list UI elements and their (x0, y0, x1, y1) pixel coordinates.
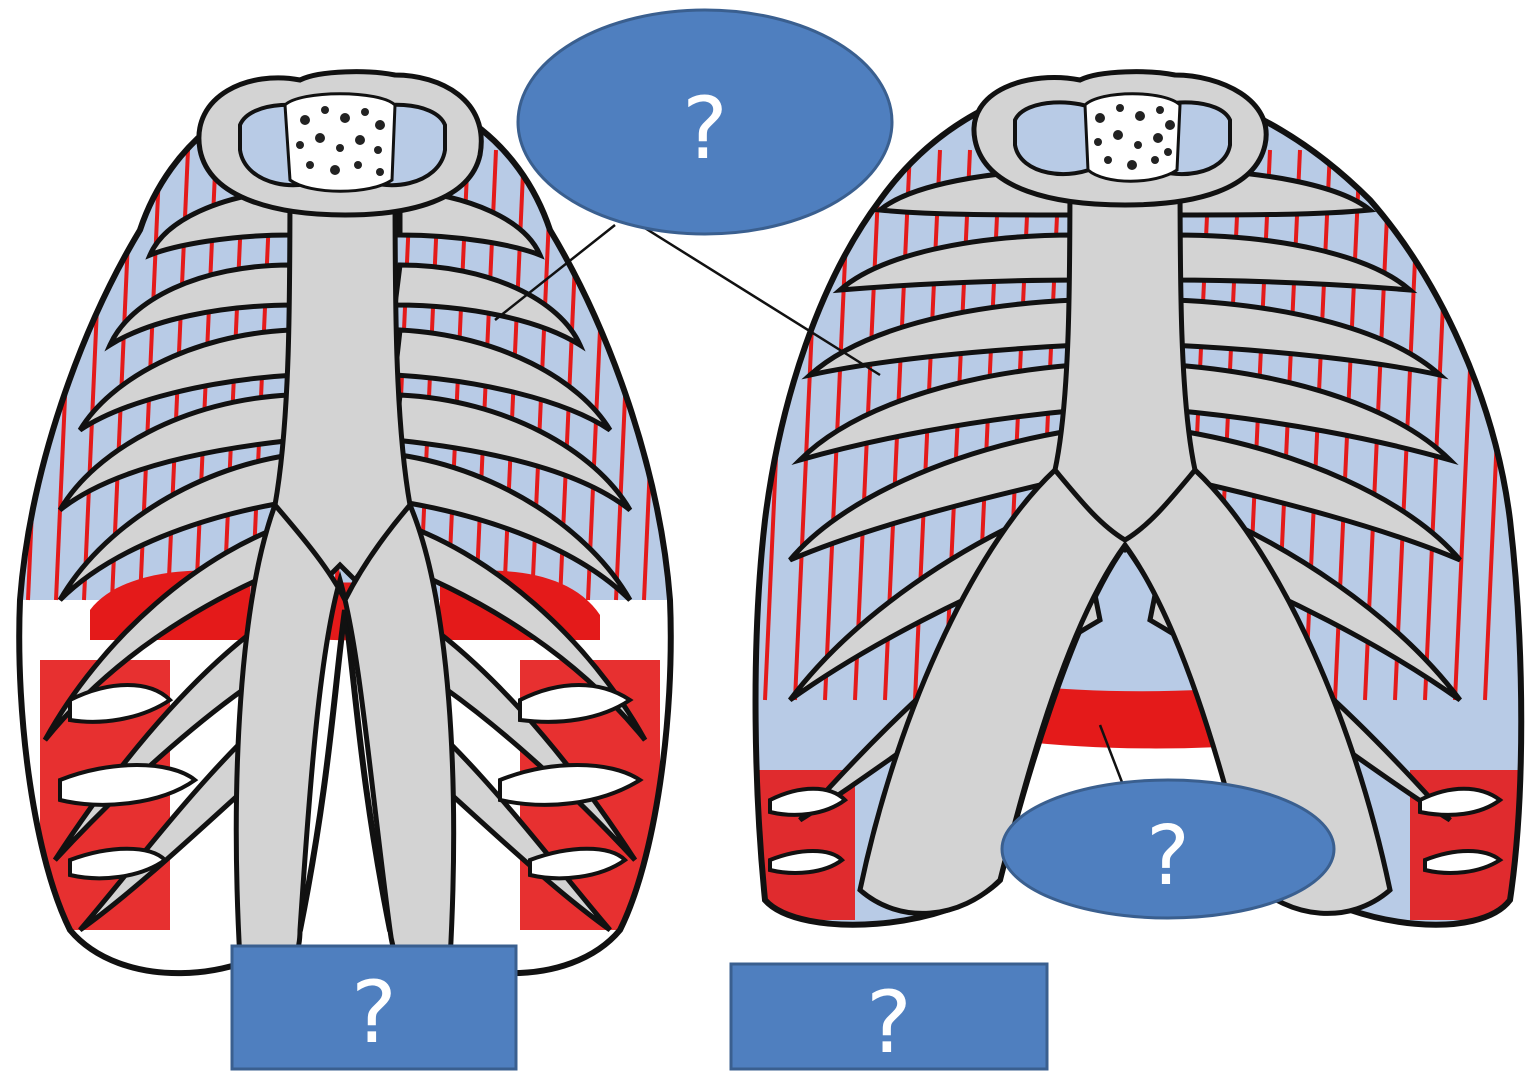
label-box-right[interactable]: ? (731, 964, 1047, 1071)
label-oval-right-text: ? (1146, 809, 1190, 904)
label-oval-top[interactable]: ? (518, 10, 892, 234)
right-vertebra (974, 72, 1266, 205)
label-oval-top-text: ? (682, 79, 728, 179)
label-box-right-text: ? (866, 973, 912, 1071)
intercostal-stripe (0, 150, 20, 600)
label-oval-right[interactable]: ? (1002, 780, 1334, 918)
left-sternum (275, 170, 410, 580)
label-box-left-text: ? (351, 963, 397, 1063)
label-box-left[interactable]: ? (232, 946, 516, 1069)
left-vertebra (199, 72, 481, 215)
